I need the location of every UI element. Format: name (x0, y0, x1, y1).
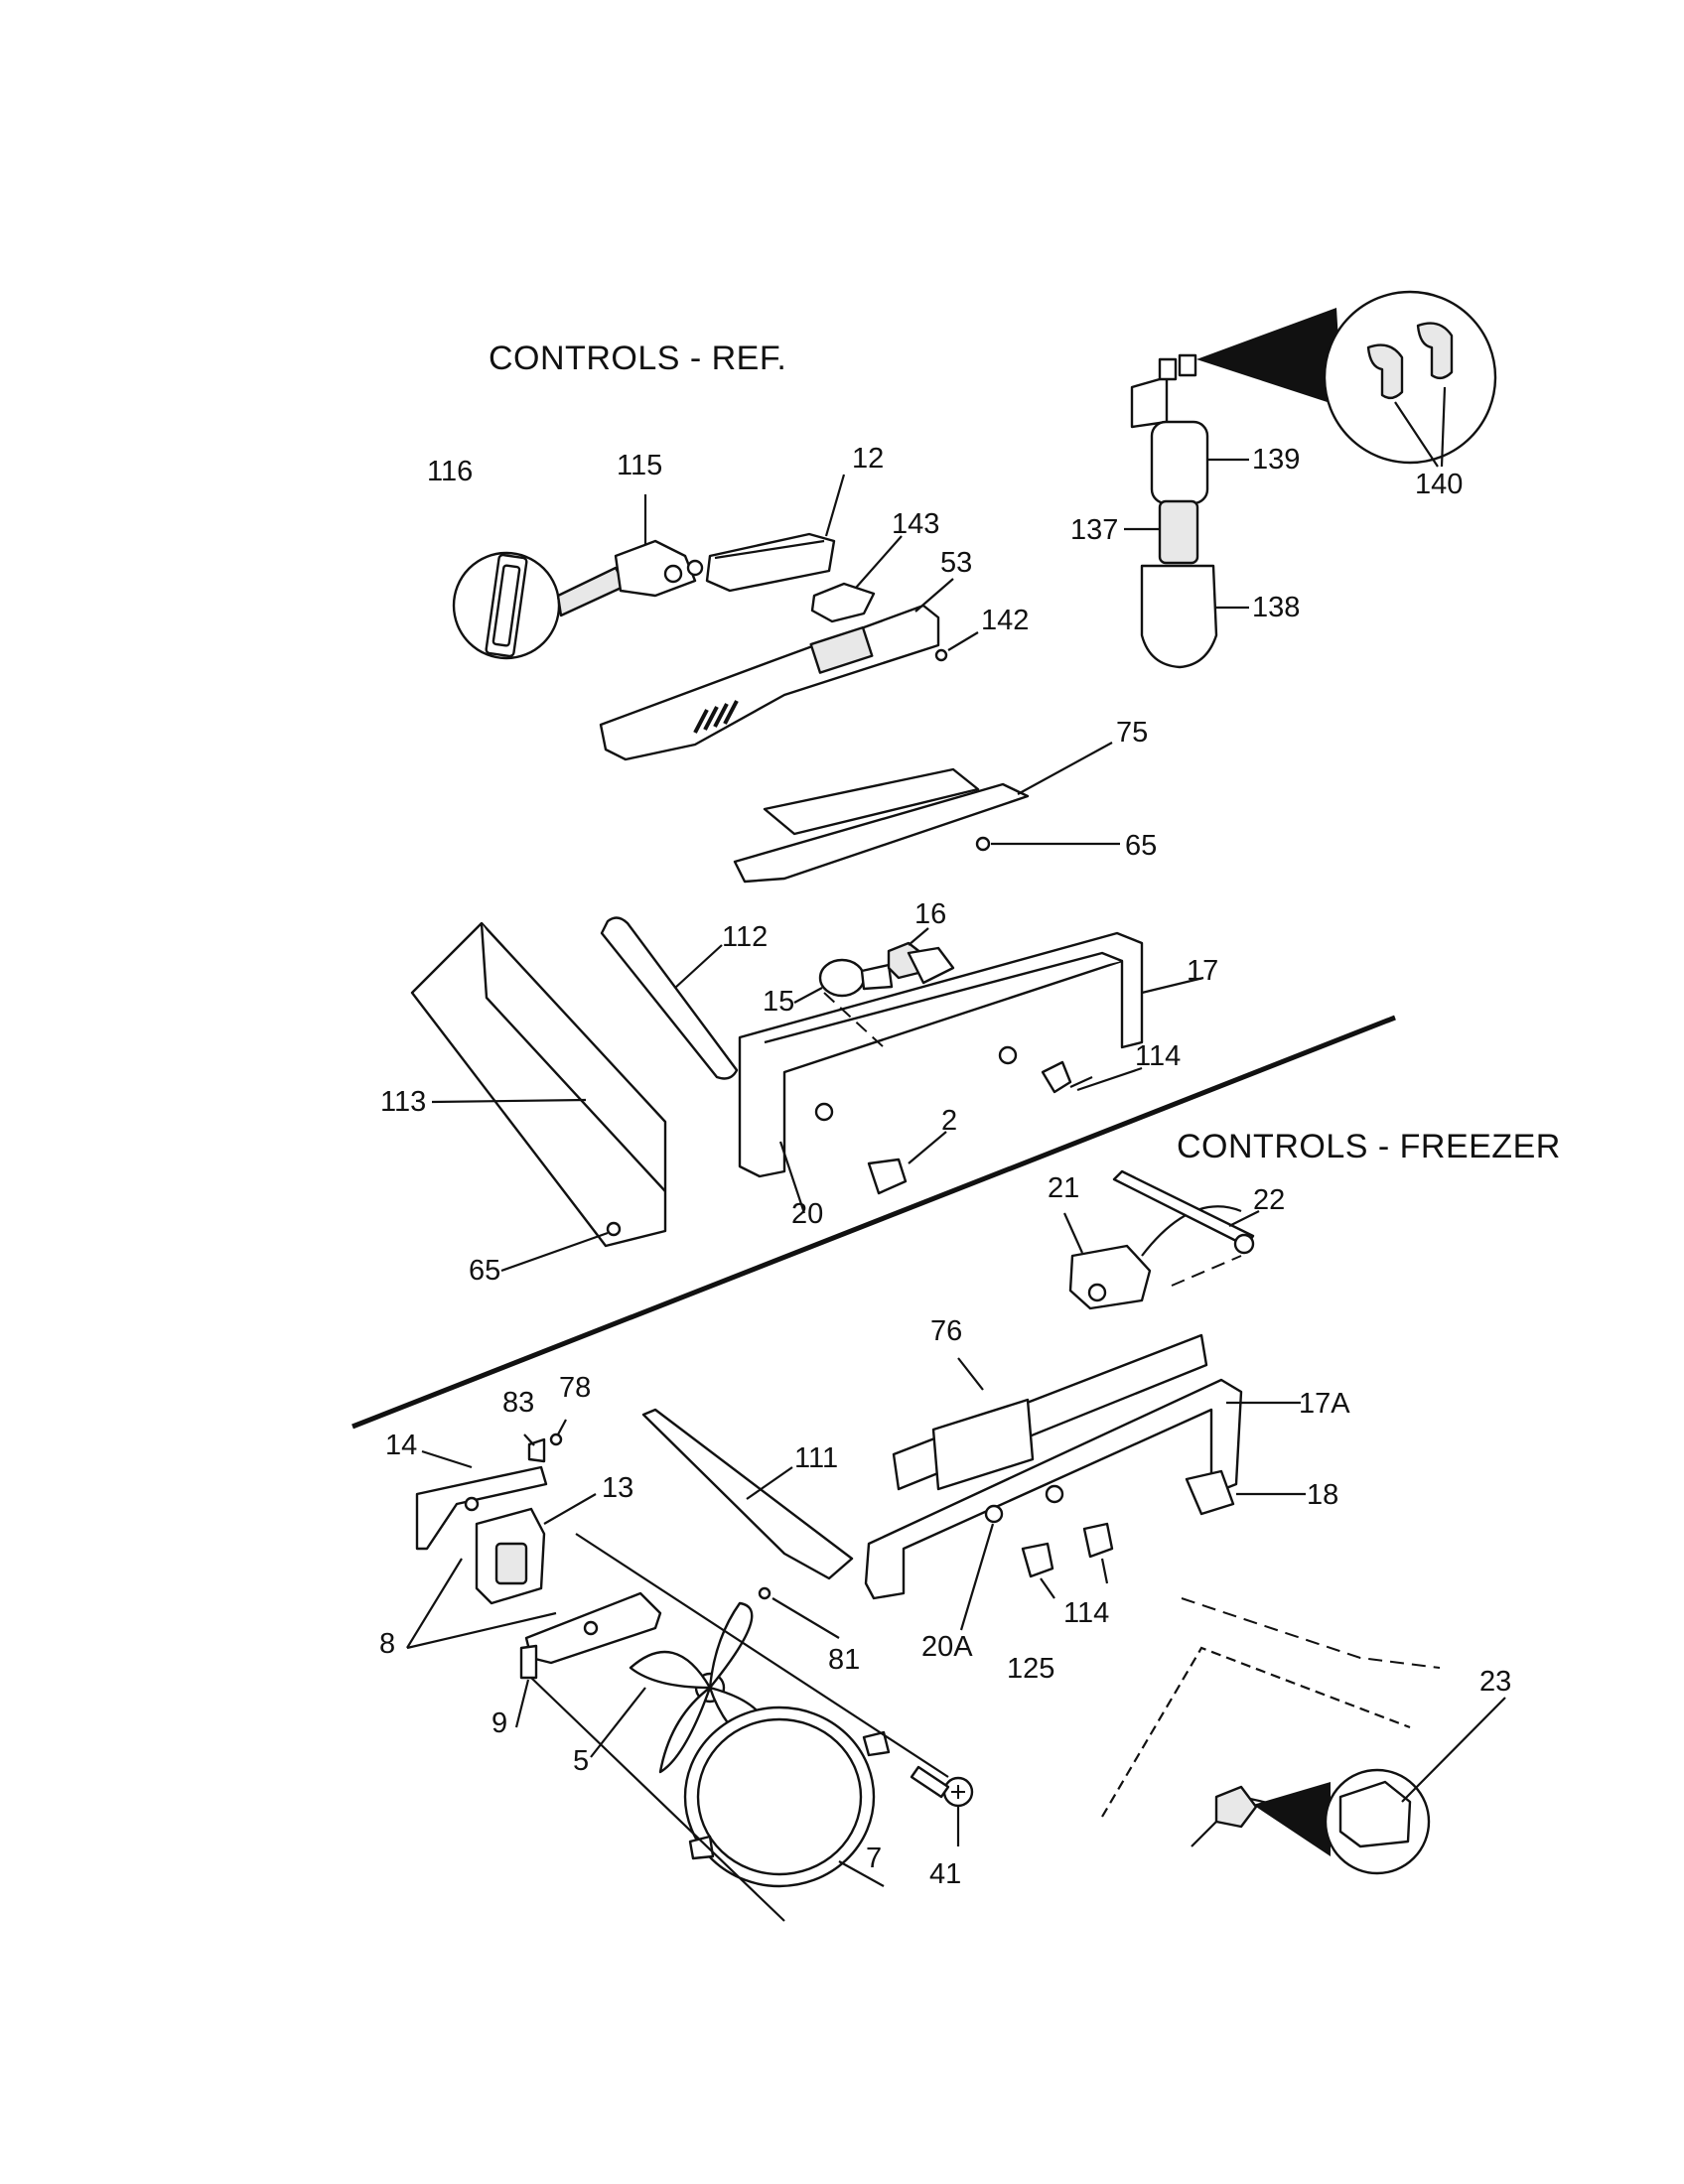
part-142-screw (934, 631, 979, 662)
part-115-switch (614, 494, 704, 598)
part-22-capillary (1112, 1169, 1260, 1287)
label-17: 17 (1187, 955, 1218, 987)
label-116: 116 (427, 456, 473, 487)
section-divider (351, 1015, 1396, 1430)
label-20: 20 (791, 1198, 823, 1230)
label-17a: 17A (1299, 1388, 1350, 1420)
label-53: 53 (940, 547, 972, 579)
part-23-switch-inset (1101, 1597, 1506, 1875)
label-65-lower: 65 (469, 1255, 500, 1287)
part-17a-freezer-panel (864, 1333, 1301, 1600)
label-111: 111 (794, 1442, 838, 1474)
part-14-bracket (415, 1449, 548, 1551)
part-2-knob (867, 1131, 947, 1195)
label-114-lower: 114 (1063, 1597, 1109, 1629)
part-13-motor (475, 1493, 597, 1605)
label-114-upper: 114 (1135, 1040, 1181, 1072)
leader-20 (778, 1141, 806, 1214)
label-15: 15 (763, 986, 794, 1018)
leader-20a (959, 1523, 995, 1631)
part-9-bracket (514, 1644, 538, 1728)
callout-labels: 116 115 12 143 53 142 139 140 137 138 75… (379, 443, 1511, 1890)
section-title-freezer: CONTROLS - FREEZER (1177, 1128, 1561, 1165)
label-137: 137 (1070, 514, 1118, 546)
label-16: 16 (914, 898, 946, 930)
part-125-knob (1021, 1542, 1055, 1599)
label-143: 143 (892, 508, 939, 540)
part-21-thermostat (1062, 1205, 1242, 1310)
part-17-control-panel (738, 931, 1204, 1178)
label-14: 14 (385, 1430, 417, 1461)
label-5: 5 (573, 1745, 589, 1777)
label-8: 8 (379, 1628, 395, 1660)
label-76: 76 (930, 1315, 962, 1347)
label-138: 138 (1252, 592, 1300, 623)
part-81-screw (758, 1586, 840, 1639)
label-41: 41 (929, 1858, 961, 1890)
part-114-knob-lower (1082, 1522, 1114, 1584)
part-65-screw-lower (500, 1221, 622, 1273)
label-23: 23 (1479, 1666, 1511, 1698)
part-113-trough (410, 921, 667, 1248)
label-13: 13 (602, 1472, 633, 1504)
part-114-knob-upper (1041, 1060, 1143, 1094)
label-75: 75 (1116, 717, 1148, 749)
label-142: 142 (981, 605, 1029, 636)
label-7: 7 (866, 1843, 882, 1874)
alignment-line-b (575, 1533, 949, 1778)
part-18-knob (1185, 1469, 1306, 1516)
part-78-screw (549, 1419, 567, 1446)
part-111-rod (641, 1408, 854, 1580)
label-20a: 20A (921, 1631, 973, 1663)
part-8-brackets (406, 1558, 662, 1665)
label-2: 2 (941, 1105, 957, 1137)
label-78: 78 (559, 1372, 591, 1404)
label-12: 12 (852, 443, 884, 475)
part-137-filter-core (1124, 499, 1199, 565)
part-65-screw-upper (975, 836, 1120, 852)
label-115: 115 (617, 450, 662, 481)
label-112: 112 (722, 921, 768, 953)
part-83-bracket (523, 1433, 546, 1463)
label-81: 81 (828, 1644, 860, 1676)
part-112-rod (600, 916, 739, 1080)
part-140-fittings-inset (1196, 290, 1497, 468)
section-title-ref: CONTROLS - REF. (489, 340, 786, 377)
label-113: 113 (380, 1086, 426, 1118)
label-22: 22 (1253, 1184, 1285, 1216)
label-139: 139 (1252, 444, 1300, 476)
label-21: 21 (1048, 1172, 1079, 1204)
part-116-gasket-inset (452, 551, 628, 660)
part-138-filter-bowl (1140, 564, 1249, 669)
part-12-cover (705, 474, 846, 593)
label-18: 18 (1307, 1479, 1338, 1511)
label-83: 83 (502, 1387, 534, 1419)
label-125: 125 (1007, 1653, 1054, 1685)
part-143-clip (810, 535, 903, 623)
label-9: 9 (491, 1707, 507, 1739)
part-7-fan-shroud (683, 1706, 891, 1888)
part-139-filter-head (1130, 353, 1249, 505)
label-140: 140 (1415, 469, 1463, 500)
part-15-bulb (793, 958, 894, 1004)
alignment-line-a (530, 1677, 785, 1922)
part-53-housing (599, 578, 954, 761)
part-41-screw (910, 1765, 974, 1846)
label-65-upper: 65 (1125, 830, 1157, 862)
part-75-bracket (733, 742, 1113, 884)
